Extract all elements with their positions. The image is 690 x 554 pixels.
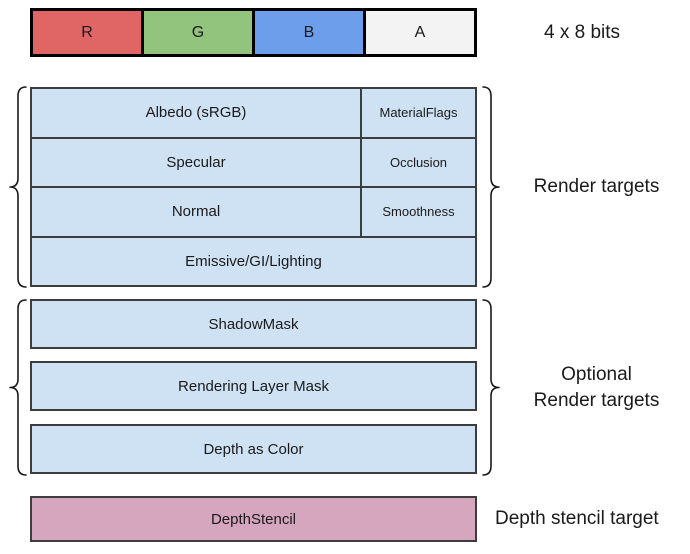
curly-brace-left-icon <box>9 86 27 288</box>
bits-annotation: 4 x 8 bits <box>544 21 621 43</box>
optional-render-targets-annotation: Optional Render targets <box>503 298 690 477</box>
curly-brace-left-icon <box>9 299 27 476</box>
curly-brace-right-icon <box>482 299 500 476</box>
table-row: Albedo (sRGB) MaterialFlags <box>32 89 475 139</box>
occlusion-cell: Occlusion <box>362 138 475 186</box>
depth-as-color-box: Depth as Color <box>30 424 477 474</box>
rendering-layer-mask-box: Rendering Layer Mask <box>30 361 477 411</box>
normal-cell: Normal <box>32 188 362 236</box>
render-targets-table: Albedo (sRGB) MaterialFlags Specular Occ… <box>30 87 477 287</box>
bits-cell-red: R <box>33 11 144 54</box>
bits-cell-green: G <box>144 11 255 54</box>
table-row: Normal Smoothness <box>32 188 475 238</box>
depth-stencil-box: DepthStencil <box>30 496 477 542</box>
curly-brace-right-icon <box>482 86 500 288</box>
optional-annotation-line2: Render targets <box>533 389 660 411</box>
specular-cell: Specular <box>32 138 362 186</box>
albedo-cell: Albedo (sRGB) <box>32 89 362 137</box>
table-row: Specular Occlusion <box>32 138 475 188</box>
smoothness-cell: Smoothness <box>362 188 475 236</box>
depth-stencil-annotation: Depth stencil target <box>495 508 659 529</box>
table-row: Emissive/GI/Lighting <box>32 237 475 285</box>
bits-cell-alpha: A <box>366 11 474 54</box>
rgba-bits-strip: R G B A <box>30 8 477 57</box>
render-targets-annotation: Render targets <box>533 176 660 197</box>
material-flags-cell: MaterialFlags <box>362 89 475 137</box>
bits-cell-blue: B <box>255 11 366 54</box>
optional-annotation-line1: Optional <box>561 363 632 385</box>
emissive-cell: Emissive/GI/Lighting <box>32 237 475 285</box>
shadowmask-box: ShadowMask <box>30 299 477 349</box>
